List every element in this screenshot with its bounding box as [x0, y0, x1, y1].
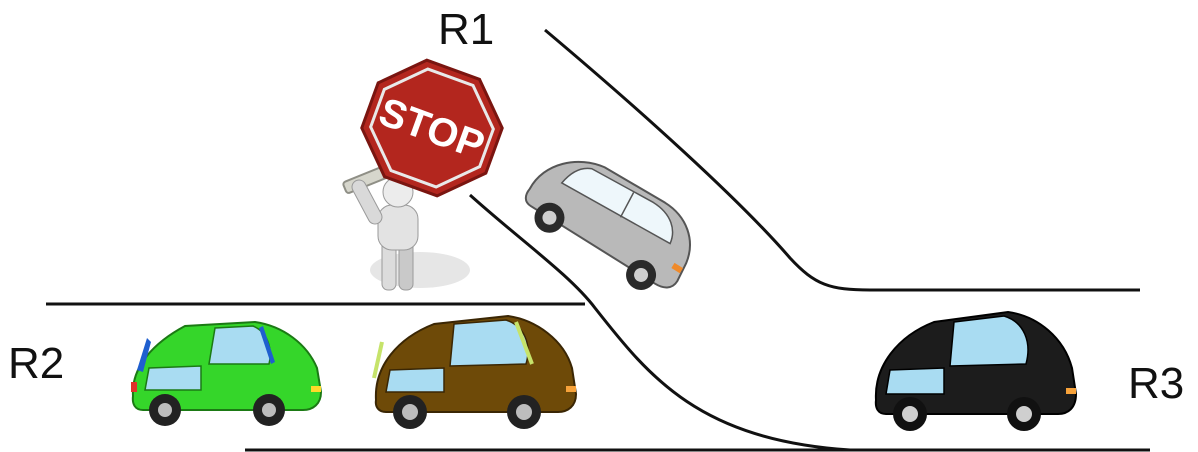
car-green [131, 322, 321, 426]
traffic-controller: STOP [343, 47, 516, 290]
stop-sign-icon: STOP [349, 47, 515, 209]
car-black [876, 312, 1076, 431]
road-label-r1: R1 [438, 5, 494, 54]
car-gray [514, 138, 709, 306]
car-brown [374, 316, 576, 429]
road-label-r3: R3 [1128, 359, 1184, 408]
figure-torso [378, 205, 418, 250]
road-label-r2: R2 [8, 339, 64, 388]
